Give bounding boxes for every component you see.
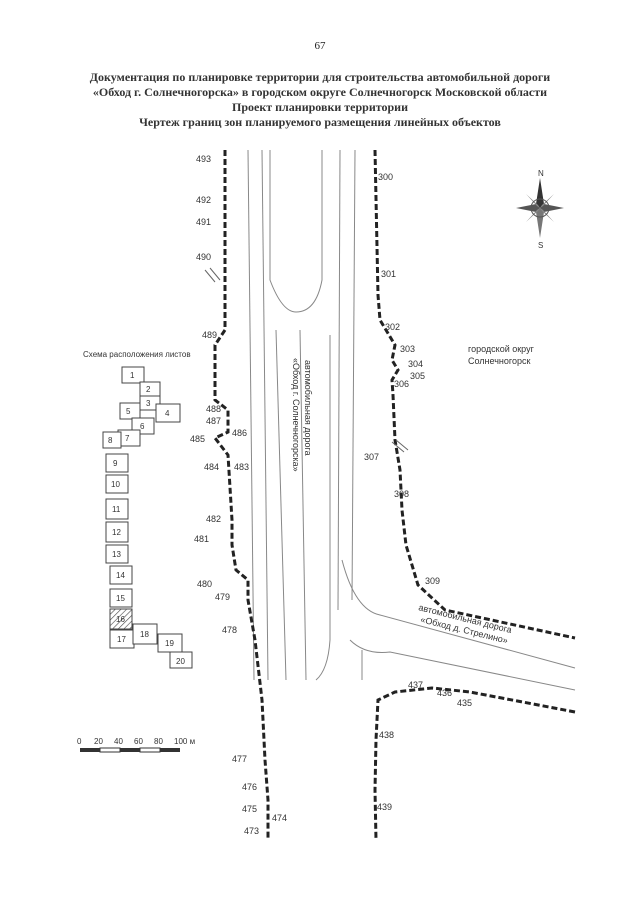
sheet-scheme: [102, 366, 193, 669]
point-label: 473: [244, 826, 259, 836]
point-label: 309: [425, 576, 440, 586]
point-label: 303: [400, 344, 415, 354]
compass-north-label: N: [538, 169, 544, 178]
points-right-lower: 437 436 435 438 439: [377, 680, 472, 812]
project-title: Проект планировки территории: [231, 100, 409, 114]
boundary-marks: [204, 267, 409, 453]
district-label-line2: Солнечногорск: [468, 356, 530, 366]
sheet-scheme-labels: 1 2 3 4 5 6 7 8 9 10 11 12 13 14 15 16 1…: [108, 371, 185, 666]
point-label: 488: [206, 404, 221, 414]
road-label-main-line1: автомобильная дорога: [303, 360, 313, 456]
road-edges: [247, 149, 576, 691]
sheet-label: 14: [116, 571, 125, 580]
sheet-label: 13: [112, 550, 121, 559]
points-left: 493 492 491 490 489 488 487 486 485 484 …: [190, 154, 287, 836]
sheet-label-highlighted: 16: [116, 615, 125, 624]
boundary-right-upper: [373, 149, 576, 640]
compass-south-label: S: [538, 241, 543, 250]
scale-bar: 0 20 40 60 80 100 м: [77, 737, 195, 753]
document-title-location: «Обход г. Солнечногорска» в городском ок…: [92, 85, 548, 99]
sheet-label: 5: [126, 407, 131, 416]
point-label: 476: [242, 782, 257, 792]
point-label: 483: [234, 462, 249, 472]
sheet-label: 15: [116, 594, 125, 603]
drawing-title: Чертеж границ зон планируемого размещени…: [139, 115, 501, 129]
sheet-label: 11: [112, 505, 121, 514]
point-label: 489: [202, 330, 217, 340]
scale-tick: 100 м: [174, 737, 195, 746]
point-label: 482: [206, 514, 221, 524]
points-right-upper: 300 301 302 303 304 305 306 307 308 309: [364, 172, 440, 586]
point-label: 491: [196, 217, 211, 227]
boundary-left: [212, 150, 270, 840]
sheet-label: 8: [108, 436, 113, 445]
point-label: 487: [206, 416, 221, 426]
scale-tick: 80: [154, 737, 163, 746]
sheet-label: 2: [146, 385, 151, 394]
sheet-scheme-title: Схема расположения листов: [83, 350, 191, 359]
point-label: 437: [408, 680, 423, 690]
point-label: 436: [437, 688, 452, 698]
point-label: 306: [394, 379, 409, 389]
sheet-label: 7: [125, 434, 130, 443]
point-label: 485: [190, 434, 205, 444]
point-label: 493: [196, 154, 211, 164]
sheet-label: 18: [140, 630, 149, 639]
point-label: 302: [385, 322, 400, 332]
sheet-label: 10: [111, 480, 120, 489]
point-label: 308: [394, 489, 409, 499]
point-label: 480: [197, 579, 212, 589]
point-label: 477: [232, 754, 247, 764]
point-label: 475: [242, 804, 257, 814]
sheet-label: 17: [117, 635, 126, 644]
scale-tick: 60: [134, 737, 143, 746]
point-label: 439: [377, 802, 392, 812]
point-label: 300: [378, 172, 393, 182]
point-label: 478: [222, 625, 237, 635]
point-label: 484: [204, 462, 219, 472]
scale-tick: 0: [77, 737, 82, 746]
sheet-label: 12: [112, 528, 121, 537]
sheet-label: 19: [165, 639, 174, 648]
point-label: 492: [196, 195, 211, 205]
point-label: 479: [215, 592, 230, 602]
sheet-label: 20: [176, 657, 185, 666]
scale-tick: 20: [94, 737, 103, 746]
scale-tick: 40: [114, 737, 123, 746]
sheet-label: 9: [113, 459, 118, 468]
compass-rose-icon: N S: [516, 169, 564, 250]
boundary-right-lower: [373, 686, 576, 841]
point-label: 474: [272, 813, 287, 823]
page-number: 67: [314, 40, 326, 52]
sheet-label: 1: [130, 371, 135, 380]
point-label: 307: [364, 452, 379, 462]
point-label: 305: [410, 371, 425, 381]
point-label: 301: [381, 269, 396, 279]
road-label-main-line2: «Обход г. Солнечногорска»: [291, 358, 301, 472]
sheet-label: 6: [140, 422, 145, 431]
point-label: 438: [379, 730, 394, 740]
point-label: 486: [232, 428, 247, 438]
point-label: 481: [194, 534, 209, 544]
document-title: Документация по планировке территории дл…: [89, 70, 551, 84]
sheet-label: 4: [165, 409, 170, 418]
point-label: 435: [457, 698, 472, 708]
point-label: 304: [408, 359, 423, 369]
district-label-line1: городской округ: [468, 344, 535, 354]
point-label: 490: [196, 252, 211, 262]
sheet-label: 3: [146, 399, 151, 408]
